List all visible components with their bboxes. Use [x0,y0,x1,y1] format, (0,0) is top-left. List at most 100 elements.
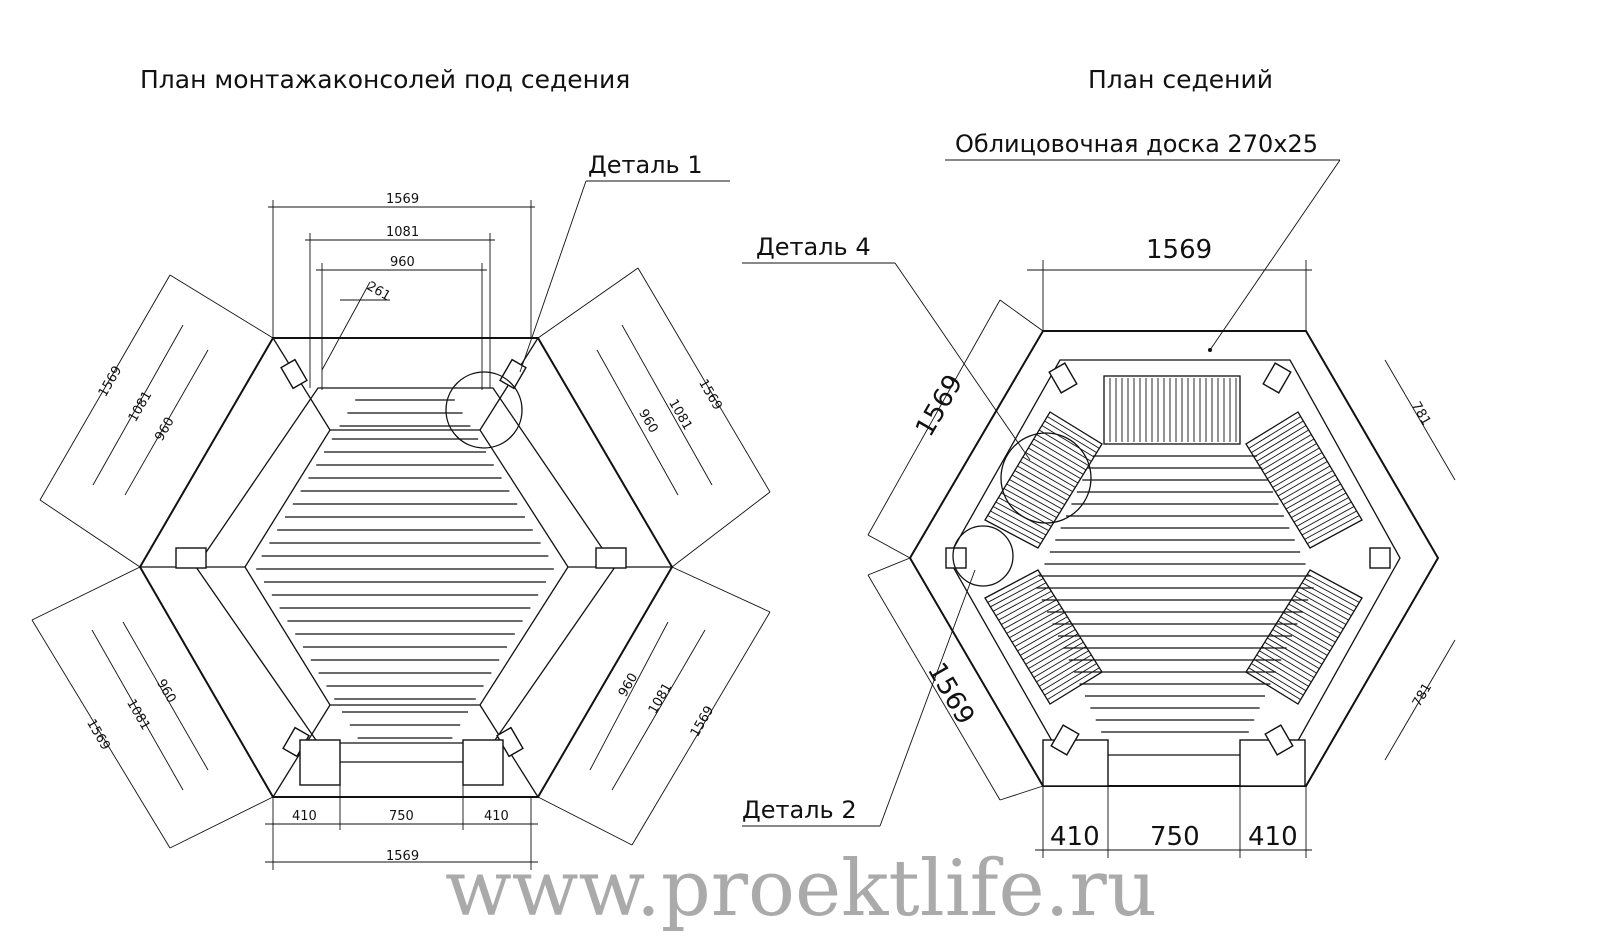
hatch [1014,616,1068,647]
dim-upper-left: 1569 [910,370,969,442]
hatch [1307,573,1360,603]
hatch [1285,607,1339,639]
hatch [1038,429,1092,462]
hatch [1261,646,1315,678]
hatch [1036,434,1089,467]
hatch [998,497,1052,527]
cladding-label: Облицовочная доска 270х25 [955,130,1318,158]
detail2-label: Деталь 2 [742,796,857,824]
dim-top: 1569 [1146,235,1212,265]
hatch [1283,474,1336,506]
hatch [1299,586,1352,617]
hatch [1011,612,1065,643]
hatch [1030,443,1084,475]
left-top-dims [268,200,535,390]
left-plan-title: План монтажаконсолей под седения [140,65,630,94]
dim-lr-inner: 960 [616,671,641,700]
watermark: www.proektlife.ru [445,844,1157,934]
hatch [1025,452,1079,484]
hatch [1267,447,1320,480]
hatch [1047,667,1100,700]
hatch [1264,443,1317,475]
hatch [1253,658,1307,692]
dim-bottom-total: 1569 [386,849,419,864]
right-plan: 1569 1569 1569 781 781 410 750 410 Облиц… [742,130,1456,858]
hatch [1251,420,1304,454]
bracket-icon [280,358,308,390]
hatch [1275,624,1328,656]
hatch [987,573,1041,603]
dim-bottom-right-r: 410 [1248,822,1298,852]
dim-lower-right: 781 [1410,681,1435,710]
hatch [1047,416,1100,449]
hatch [1256,654,1309,687]
hatch [990,510,1044,540]
top-seat-slats [1109,378,1237,442]
left-lr-dims [537,566,771,846]
hatch [1296,590,1349,621]
hatch [1036,650,1089,683]
bracket-icon [1050,724,1080,756]
hatch [1277,465,1331,497]
hatch [1283,612,1336,643]
dim-bottom-mid-r: 750 [1150,822,1200,852]
hatch [1041,658,1095,692]
detail2-circle [952,525,1014,587]
hatch [1259,650,1312,683]
hatch [1301,582,1355,612]
dim-ul-inner: 960 [152,415,177,444]
hatch [1253,425,1307,458]
hatch [1033,438,1087,471]
bracket-icon [1369,547,1391,569]
dim-top-outer: 1569 [386,192,419,207]
hatch [1264,641,1317,674]
left-slats [256,399,554,739]
dim-lr-mid: 1081 [646,681,676,717]
hatch [1307,515,1360,545]
hatch [1011,474,1065,506]
hatch [1261,438,1315,471]
dim-lr-outer: 1569 [688,704,718,740]
hatch [1019,461,1073,493]
hatch [1293,492,1347,523]
hatch [1028,637,1081,670]
right-entrance-block [462,739,504,786]
dim-upper-right: 781 [1408,399,1433,428]
hatch [1248,416,1301,449]
detail4-label: Деталь 4 [756,233,871,261]
left-ul-dims [39,274,274,568]
hatch [995,586,1049,617]
hatch [1277,620,1331,652]
hatch [1275,461,1328,493]
hatch [1288,603,1341,634]
left-plan: 1569 1081 960 261 1569 1081 960 1569 108… [31,151,771,870]
left-brackets [175,358,627,758]
hatch [1285,479,1339,510]
hatch [1301,506,1355,536]
hatch [1025,633,1079,665]
hatch [1022,456,1076,488]
hatch [1028,447,1081,480]
detail4-circle [1000,432,1092,524]
hatch [1006,483,1060,514]
bracket-icon [1048,362,1078,394]
hatch [1248,667,1301,700]
detail1-circle [445,371,523,449]
dim-ul-outer: 1569 [96,364,126,400]
right-plan-title: План седений [1088,65,1273,94]
bracket-icon [175,547,207,569]
hatch [1259,434,1312,467]
side-seats [984,411,1363,705]
hatch [998,590,1052,621]
dim-bottom-right: 410 [484,809,509,824]
hatch [1030,641,1084,674]
left-bottom-dims [265,785,538,870]
hatch [1003,599,1057,630]
hatch [992,506,1047,536]
dim-diag-small: 261 [364,279,393,304]
top-seat [1103,375,1241,445]
hatch [1256,429,1309,462]
dim-ur-mid: 1081 [665,397,695,433]
left-inner-hexagon [195,387,616,744]
